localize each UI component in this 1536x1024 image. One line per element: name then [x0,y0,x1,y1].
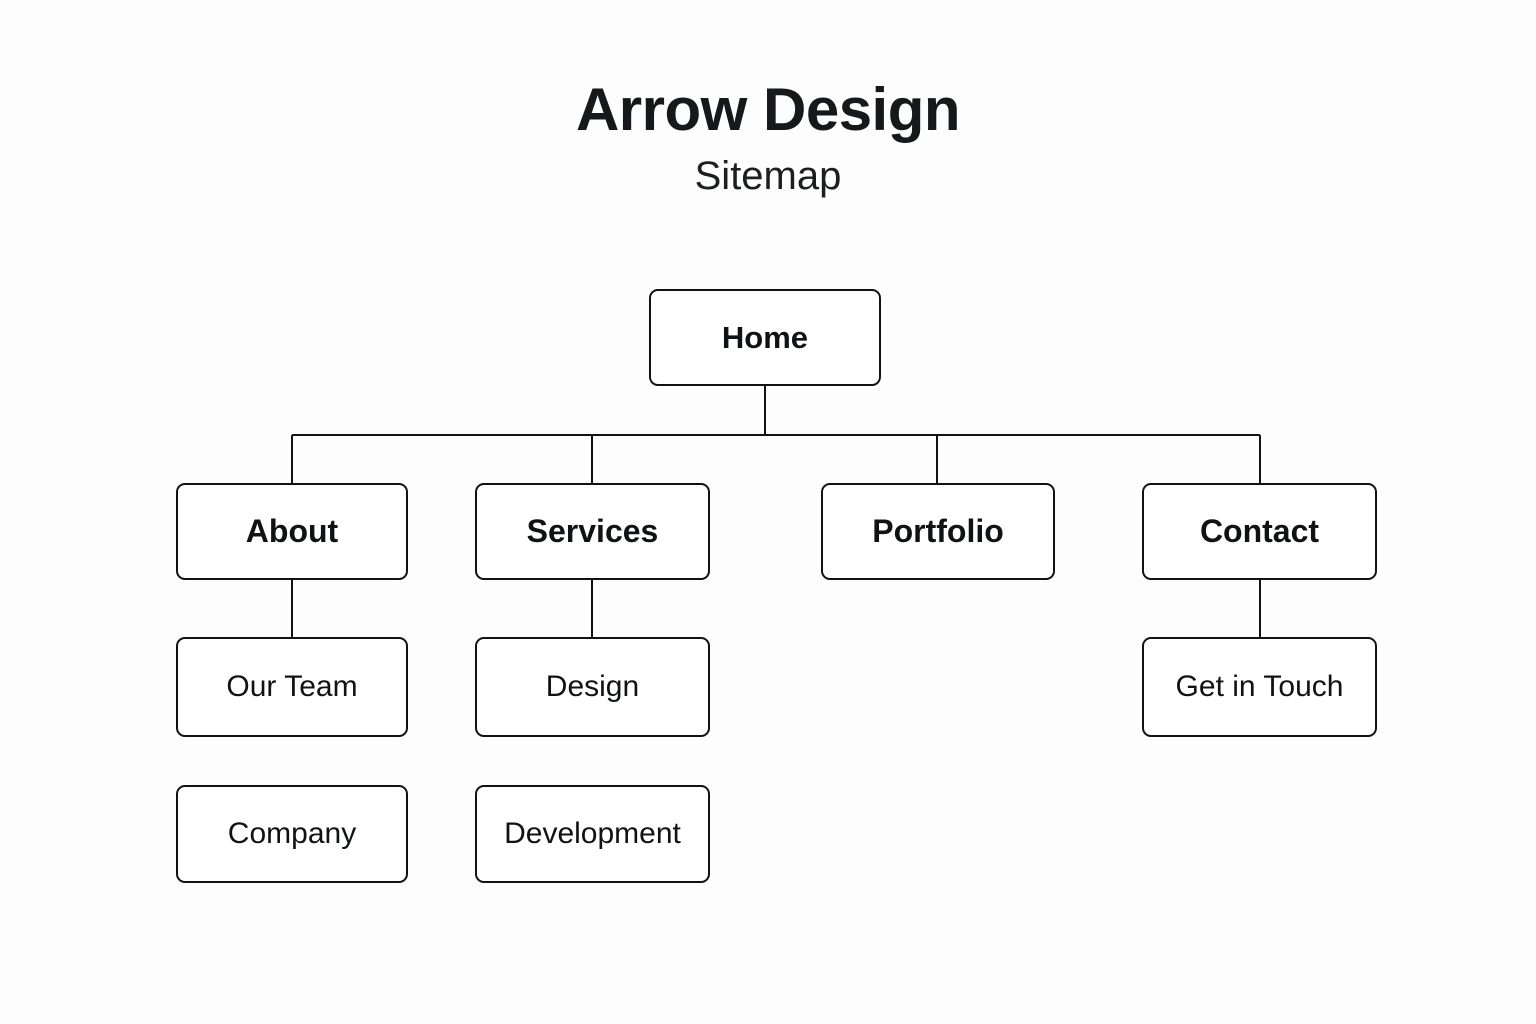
node-company[interactable]: Company [176,785,408,883]
node-label: About [245,513,339,549]
node-contact[interactable]: Contact [1142,483,1377,580]
page-title: Arrow Design [575,76,961,143]
node-label: Home [721,319,809,355]
page-subtitle: Sitemap [694,154,842,198]
diagram-header: Arrow Design Sitemap [0,78,1536,197]
node-get-in-touch[interactable]: Get in Touch [1142,637,1377,737]
node-label: Our Team [226,670,358,703]
node-home[interactable]: Home [649,289,881,386]
node-label: Development [504,817,681,850]
node-label: Portfolio [872,513,1004,549]
node-services[interactable]: Services [475,483,710,580]
node-about[interactable]: About [176,483,408,580]
node-portfolio[interactable]: Portfolio [821,483,1055,580]
node-development[interactable]: Development [475,785,710,883]
node-label: Get in Touch [1175,670,1344,703]
node-label: Company [227,817,357,850]
node-design[interactable]: Design [475,637,710,737]
node-label: Design [545,670,640,703]
node-label: Contact [1199,513,1320,549]
node-our-team[interactable]: Our Team [176,637,408,737]
node-label: Services [526,513,659,549]
